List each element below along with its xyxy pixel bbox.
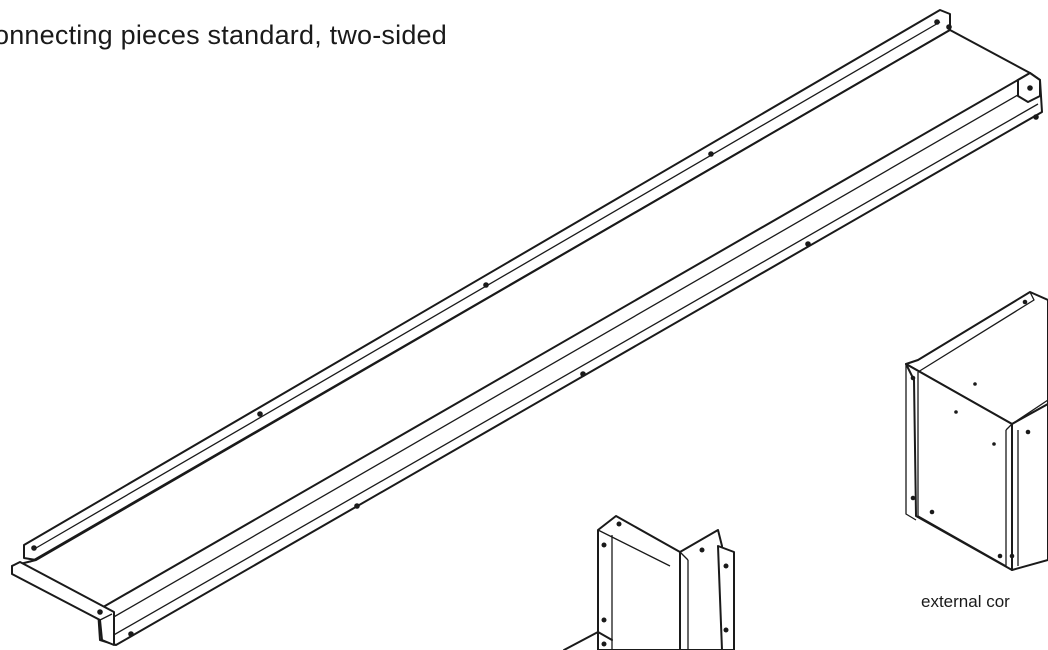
hole	[483, 282, 489, 288]
hole	[1033, 114, 1039, 120]
hole	[1025, 429, 1031, 435]
external-corner-piece	[905, 291, 1048, 571]
hole	[805, 241, 811, 247]
hole	[699, 547, 705, 553]
hole	[31, 545, 37, 551]
hole	[354, 503, 360, 509]
box-right-face	[1011, 403, 1048, 571]
base-plate	[11, 29, 1031, 618]
hole	[1009, 553, 1015, 559]
hole	[601, 542, 607, 548]
hole	[946, 24, 952, 30]
corner-right-flange	[717, 545, 735, 650]
hole	[601, 641, 607, 647]
hole	[580, 371, 586, 377]
hole	[910, 495, 916, 501]
hole	[1027, 85, 1033, 91]
left-end-flange	[11, 561, 115, 646]
external-corner-caption: external cor	[921, 592, 1010, 611]
hole	[997, 553, 1003, 559]
hole	[723, 563, 729, 569]
hole	[973, 382, 977, 386]
hole	[601, 617, 607, 623]
front-flange	[97, 72, 1043, 646]
hole	[97, 609, 103, 615]
figure-title: onnecting pieces standard, two-sided	[0, 20, 447, 50]
hole	[992, 442, 996, 446]
hole	[1022, 299, 1028, 305]
hole	[128, 631, 134, 637]
hole	[708, 151, 714, 157]
hole	[723, 627, 729, 633]
hole	[929, 509, 935, 515]
hole	[934, 19, 940, 25]
corner-connecting-piece	[563, 515, 735, 650]
hole	[910, 375, 916, 381]
straight-connecting-piece	[11, 9, 1043, 646]
hole	[616, 521, 622, 527]
hole	[257, 411, 263, 417]
hole	[954, 410, 958, 414]
